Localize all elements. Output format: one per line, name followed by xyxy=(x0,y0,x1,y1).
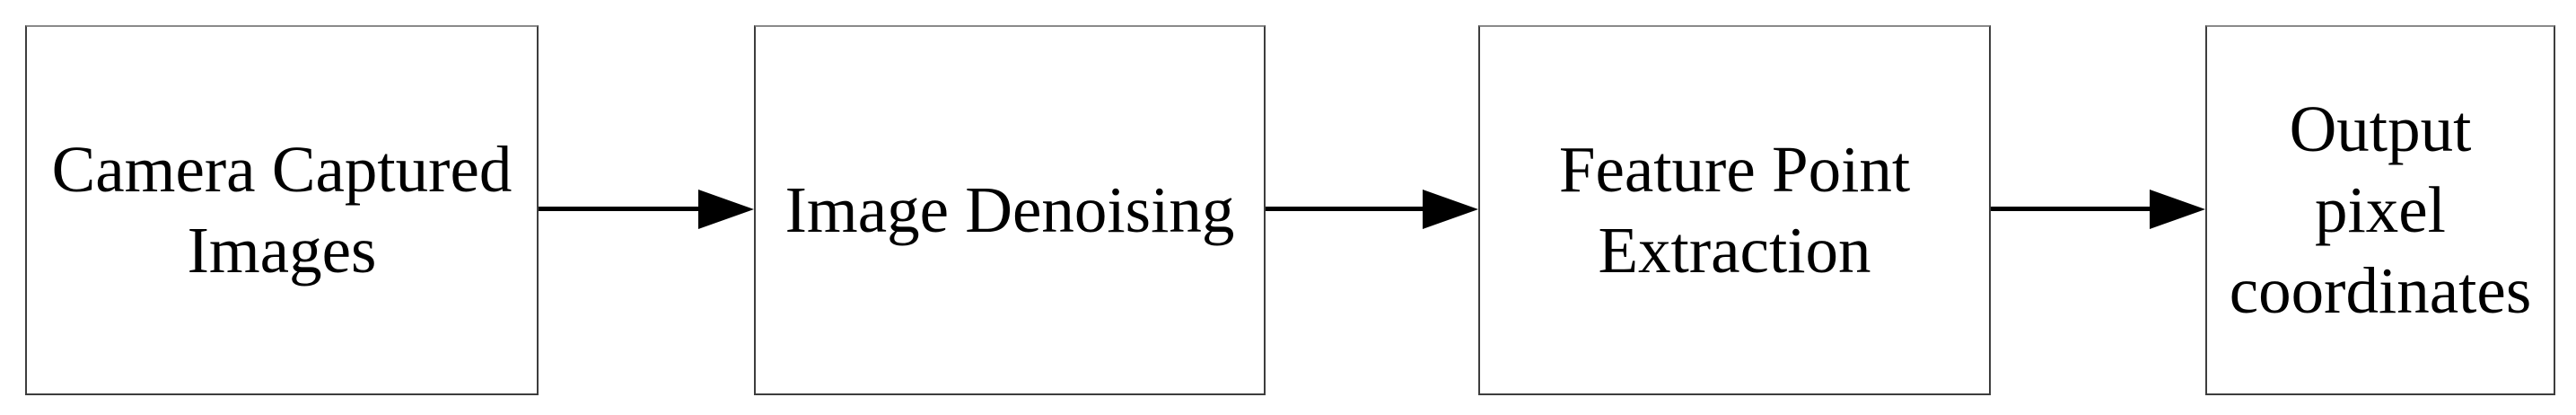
flow-node-feature-point-extraction: Feature Point Extraction xyxy=(1478,25,1991,395)
flow-node-label: Output pixel coordinates xyxy=(2229,93,2532,327)
arrow-shaft xyxy=(539,207,702,211)
flow-node-label: Image Denoising xyxy=(784,173,1235,246)
arrow-head-icon xyxy=(1423,190,1478,229)
flow-node-camera-captured-images: Camera Captured Images xyxy=(25,25,539,395)
arrow-head-icon xyxy=(2150,190,2205,229)
flow-node-label: Feature Point Extraction xyxy=(1558,133,1911,287)
arrow-shaft xyxy=(1991,207,2153,211)
flow-node-label: Camera Captured Images xyxy=(51,133,513,287)
arrow-shaft xyxy=(1266,207,1426,211)
flow-node-image-denoising: Image Denoising xyxy=(754,25,1266,395)
arrow-head-icon xyxy=(698,190,754,229)
flow-node-output-pixel-coordinates: Output pixel coordinates xyxy=(2205,25,2555,395)
